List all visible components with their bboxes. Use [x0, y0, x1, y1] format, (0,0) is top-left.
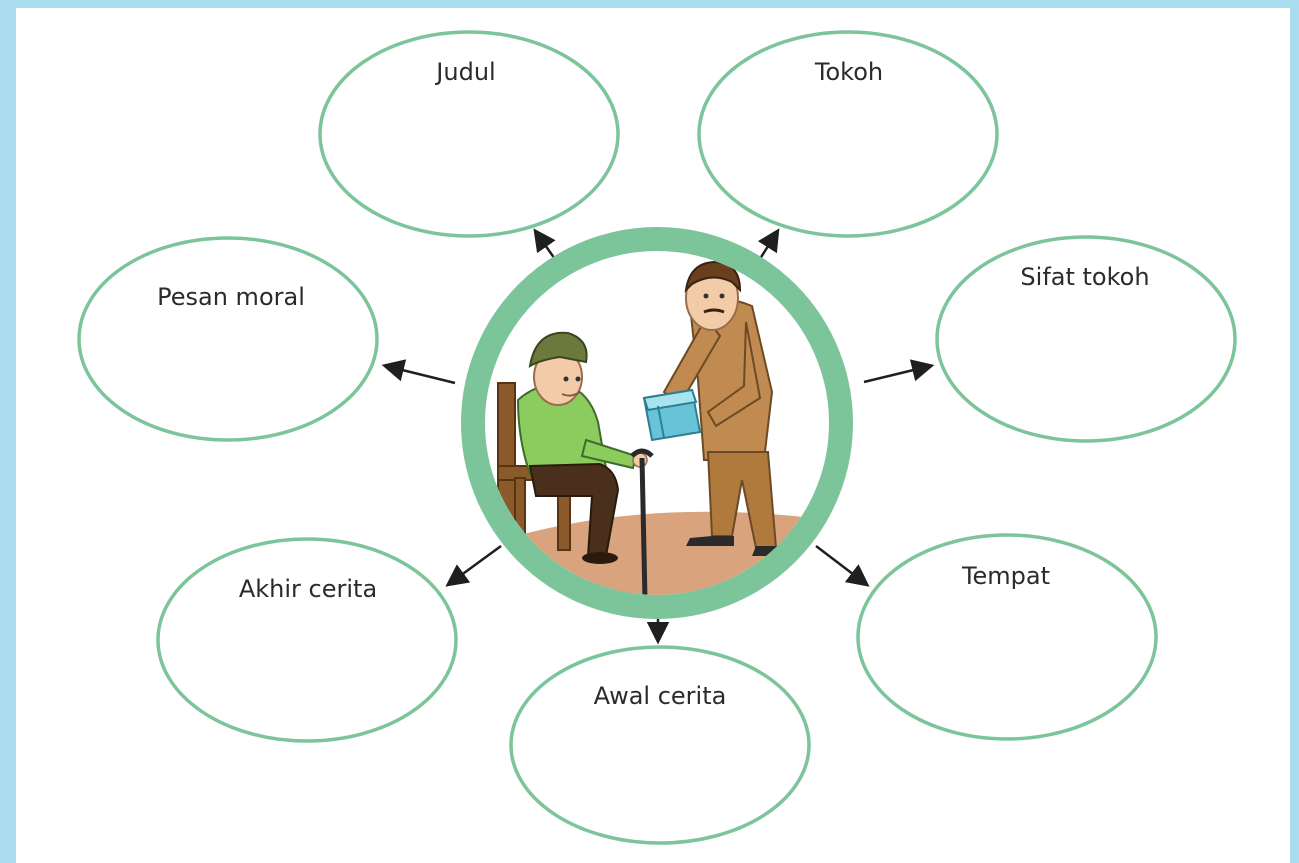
- label-pesan-moral: Pesan moral: [157, 283, 305, 311]
- label-sifat-tokoh: Sifat tokoh: [1020, 263, 1149, 291]
- label-akhir-cerita: Akhir cerita: [239, 575, 377, 603]
- bubble-tempat: [856, 533, 1158, 741]
- bubble-judul: [318, 30, 620, 238]
- gift-box-illustration: [642, 388, 702, 442]
- arrow-to-akhir-cerita: [445, 544, 502, 587]
- arrow-to-pesan-moral: [381, 359, 456, 385]
- center-illustration: [461, 227, 853, 619]
- arrow-to-tempat: [815, 545, 870, 587]
- label-judul: Judul: [434, 58, 495, 86]
- bubble-tokoh: [697, 30, 999, 238]
- arrow-to-sifat-tokoh: [863, 359, 935, 384]
- bubble-pesan-moral: [77, 236, 379, 442]
- bubble-sifat-tokoh: [935, 235, 1237, 443]
- center-ring: [461, 227, 853, 619]
- label-tempat: Tempat: [961, 562, 1050, 590]
- label-awal-cerita: Awal cerita: [594, 682, 727, 710]
- young-man-illustration: [662, 260, 782, 556]
- bubble-awal-cerita: [509, 645, 811, 845]
- label-tokoh: Tokoh: [814, 58, 883, 86]
- bubble-akhir-cerita: [156, 537, 458, 743]
- old-man-illustration: [516, 331, 654, 595]
